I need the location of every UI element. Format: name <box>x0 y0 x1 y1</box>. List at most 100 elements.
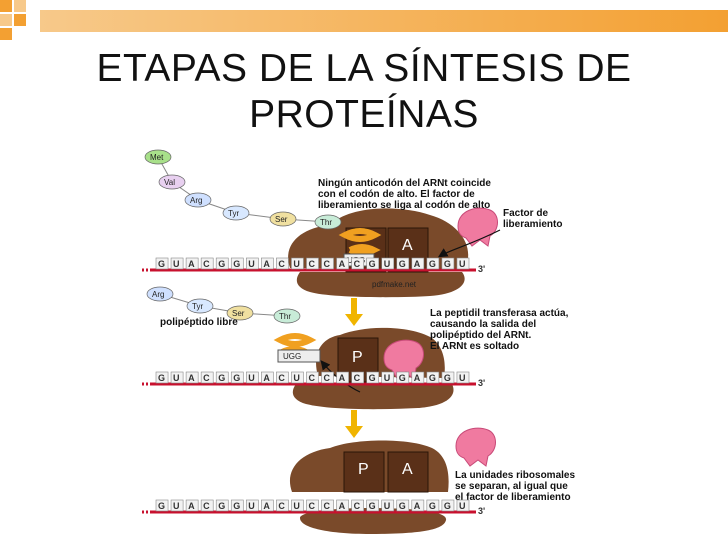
amino-acid-bead <box>186 298 214 314</box>
nucleotide-letter: C <box>354 259 361 269</box>
watermark-text: pdfmake.net <box>372 280 417 289</box>
trna-anticodon-2: UGG <box>283 352 301 361</box>
nucleotide-box <box>185 499 199 512</box>
nucleotide-letter: A <box>414 373 421 383</box>
nucleotide-box <box>441 371 455 384</box>
nucleotide-letter: C <box>308 373 315 383</box>
nucleotide-letter: G <box>444 501 451 511</box>
nucleotide-box <box>245 499 259 512</box>
page-title: ETAPAS DE LA SÍNTESIS DE PROTEÍNAS <box>0 46 728 138</box>
nucleotide-box <box>396 257 410 270</box>
amino-acid-label: Arg <box>152 290 164 299</box>
nucleotide-box <box>366 257 380 270</box>
stage-2-text-line-4: El ARNt es soltado <box>430 341 519 352</box>
nucleotide-box <box>155 257 169 270</box>
amino-acid-bead <box>158 174 186 190</box>
amino-acid-label: Thr <box>320 218 332 227</box>
nucleotide-letter: G <box>444 373 451 383</box>
nucleotide-letter: C <box>278 373 285 383</box>
nucleotide-box <box>291 257 304 270</box>
nucleotide-box <box>456 257 470 270</box>
nucleotide-letter: A <box>188 259 195 269</box>
nucleotide-letter: G <box>429 259 436 269</box>
amino-acid-bead <box>146 286 174 302</box>
nucleotide-letter: A <box>263 373 270 383</box>
nucleotide-box <box>200 371 214 384</box>
corner-decoration <box>0 0 26 40</box>
nucleotide-box <box>276 371 289 384</box>
nucleotide-box <box>291 499 304 512</box>
nucleotide-letter: A <box>339 373 346 383</box>
chain-bond <box>159 293 288 317</box>
nucleotide-box <box>245 257 259 270</box>
nucleotide-box <box>336 371 349 384</box>
nucleotide-box <box>215 257 229 270</box>
nucleotide-letter: C <box>354 501 361 511</box>
nucleotide-letter: U <box>248 259 255 269</box>
nucleotide-letter: A <box>339 501 346 511</box>
nucleotide-box <box>321 257 334 270</box>
nucleotide-letter: C <box>324 501 331 511</box>
nucleotide-box <box>381 371 395 384</box>
nucleotide-box <box>276 499 289 512</box>
nucleotide-letter: G <box>218 373 225 383</box>
nucleotide-letter: A <box>188 501 195 511</box>
nucleotide-letter: G <box>399 501 406 511</box>
nucleotide-letter: U <box>173 501 180 511</box>
nucleotide-letter: U <box>248 501 255 511</box>
nucleotide-letter: G <box>429 501 436 511</box>
nucleotide-letter: U <box>173 373 180 383</box>
nucleotide-letter: U <box>293 373 300 383</box>
nucleotide-letter: U <box>293 501 300 511</box>
stage-1-text-line-3: liberamiento se liga al codón de alto <box>318 200 490 211</box>
title-line-1: ETAPAS DE LA SÍNTESIS DE <box>96 47 632 90</box>
pointer-arrow-1 <box>437 229 501 258</box>
nucleotide-box <box>306 257 319 270</box>
nucleotide-box <box>351 257 364 270</box>
nucleotide-letter: G <box>158 259 165 269</box>
nucleotide-letter: U <box>384 373 391 383</box>
nucleotide-letter: G <box>369 501 376 511</box>
nucleotide-letter: U <box>173 259 180 269</box>
nucleotide-box <box>336 257 349 270</box>
amino-acid-label: Thr <box>279 312 291 321</box>
stage-2-text-line-2: causando la salida del <box>430 319 536 330</box>
nucleotide-box <box>215 499 229 512</box>
factor-label-line-1: Factor de <box>503 208 548 219</box>
nucleotide-box <box>200 257 214 270</box>
site-p-label-2: P <box>352 349 363 366</box>
nucleotide-box <box>411 499 425 512</box>
nucleotide-box <box>396 499 410 512</box>
nucleotide-letter: U <box>459 373 466 383</box>
nucleotide-letter: G <box>233 501 240 511</box>
nucleotide-letter: C <box>308 259 315 269</box>
amino-acid-label: Arg <box>190 196 202 205</box>
nucleotide-letter: U <box>459 501 466 511</box>
nucleotide-letter: A <box>414 501 421 511</box>
free-polypeptide-label: polipéptido libre <box>160 317 238 328</box>
ribosome-small-1 <box>296 272 465 298</box>
amino-acid-label: Val <box>164 178 175 187</box>
nucleotide-box <box>261 499 274 512</box>
release-factor-3 <box>455 427 496 467</box>
amino-acid-bead <box>269 211 297 227</box>
nucleotide-box <box>381 257 395 270</box>
nucleotide-box <box>426 257 440 270</box>
nucleotide-box <box>185 371 199 384</box>
ribosome-large-2 <box>316 327 445 378</box>
nucleotide-box <box>291 371 304 384</box>
header-bar <box>40 10 728 32</box>
nucleotide-box <box>441 257 455 270</box>
nucleotide-box <box>215 371 229 384</box>
ribosome-small-2 <box>292 384 454 410</box>
nucleotide-box <box>321 371 334 384</box>
stage-3-text: La unidades ribosomales se separan, al i… <box>455 470 575 503</box>
nucleotide-box <box>441 499 455 512</box>
stage-3-text-line-1: La unidades ribosomales <box>455 470 575 481</box>
nucleotide-letter: C <box>324 259 331 269</box>
nucleotide-letter: G <box>218 501 225 511</box>
